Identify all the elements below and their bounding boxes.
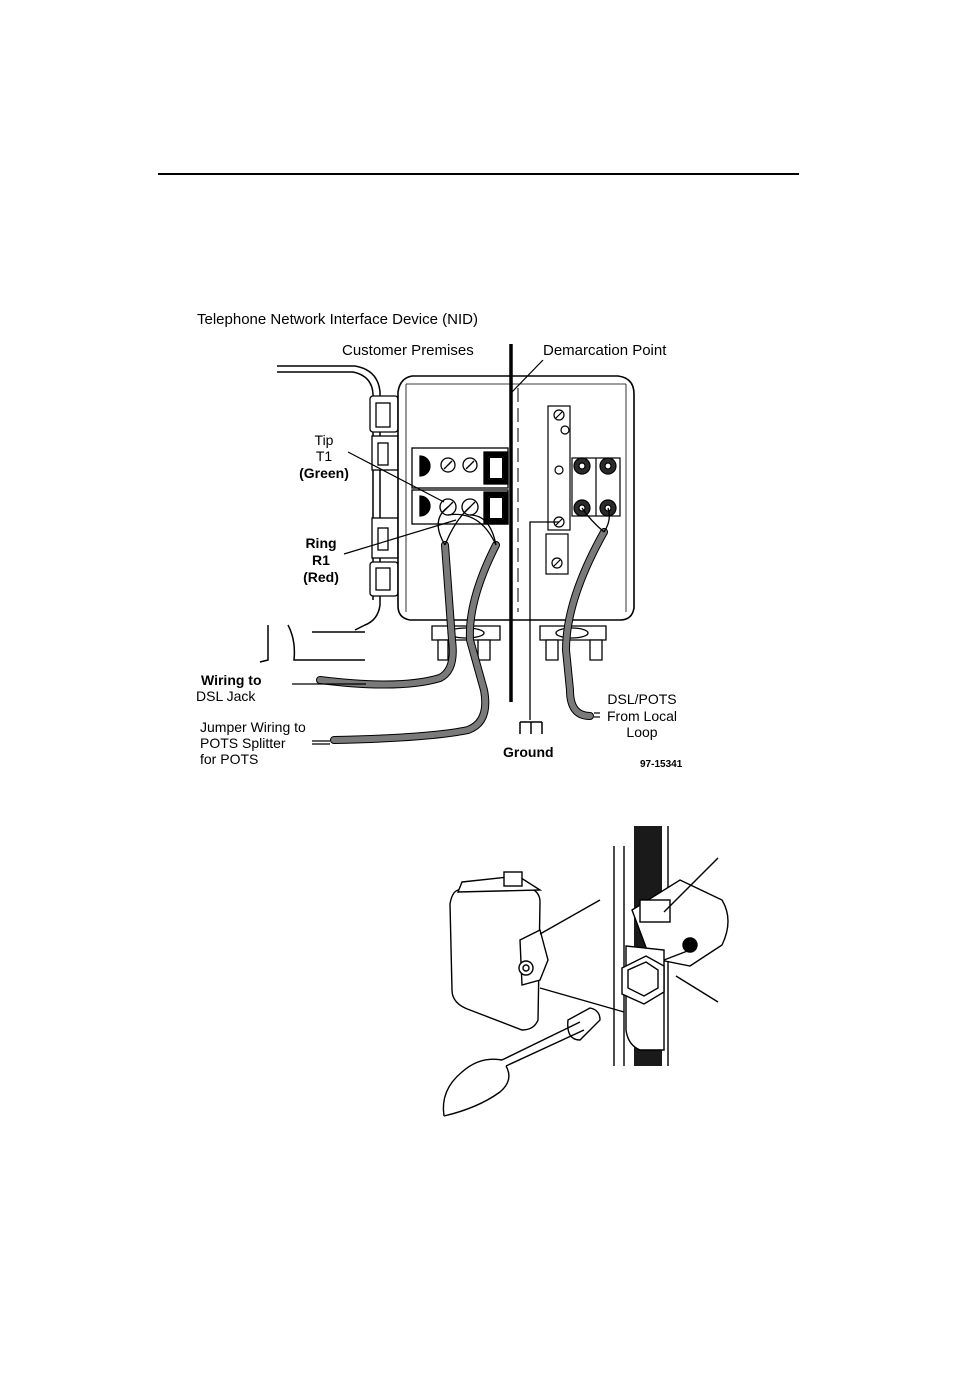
nid-cover: [259, 365, 381, 663]
ground-label: Ground: [503, 744, 554, 760]
grommets: [431, 625, 607, 661]
customer-premises-label: Customer Premises: [342, 342, 474, 359]
header-rule: [158, 173, 799, 175]
wires: [437, 506, 610, 720]
mounting-illustration: [442, 826, 729, 1117]
ring-code-label: R1: [312, 552, 330, 568]
figure-id-label: 97-15341: [640, 759, 683, 770]
for-pots-label: for POTS: [200, 751, 258, 767]
diagram-title: Telephone Network Interface Device (NID): [197, 311, 478, 328]
jumper-wiring-label: Jumper Wiring to: [200, 719, 306, 735]
dsl-pots-label: DSL/POTS: [607, 691, 676, 707]
ring-color-label: (Red): [303, 569, 339, 585]
protector-posts: [571, 457, 621, 517]
ring-label: Ring: [305, 535, 336, 551]
pots-splitter-label: POTS Splitter: [200, 735, 286, 751]
dsl-jack-label: DSL Jack: [196, 688, 256, 704]
from-local-label: From Local: [607, 708, 677, 724]
ground-symbol: [519, 721, 543, 734]
leader-lines: [292, 359, 600, 745]
tip-code-label: T1: [316, 448, 333, 464]
customer-terminal-block: [411, 447, 509, 525]
wiring-dsl-label: Wiring to: [201, 672, 262, 688]
nid-housing: [397, 375, 635, 621]
tip-color-label: (Green): [299, 465, 349, 481]
loop-label: Loop: [626, 724, 657, 740]
demarcation-point-label: Demarcation Point: [543, 342, 667, 359]
hinges: [369, 395, 399, 597]
tip-label: Tip: [315, 432, 334, 448]
telco-strip: [545, 405, 571, 575]
